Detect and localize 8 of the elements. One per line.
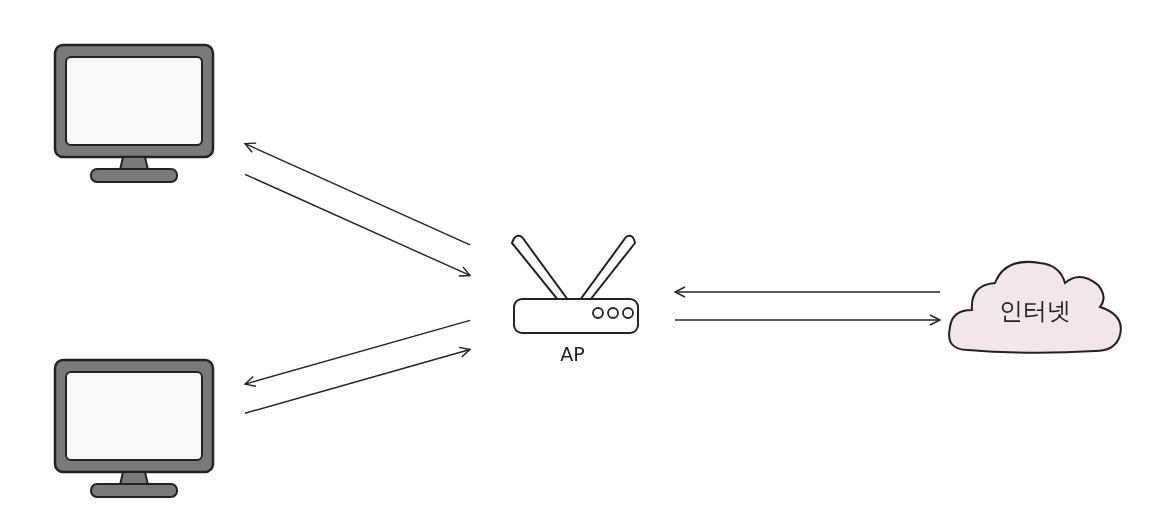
arrow [244,173,471,277]
device-label: AP [559,343,586,365]
arrow [244,142,471,246]
arrow [674,286,941,298]
arrow [244,346,471,414]
arrow [674,314,941,326]
cloud-label: 인터넷 [998,296,1072,327]
arrow [244,319,471,387]
